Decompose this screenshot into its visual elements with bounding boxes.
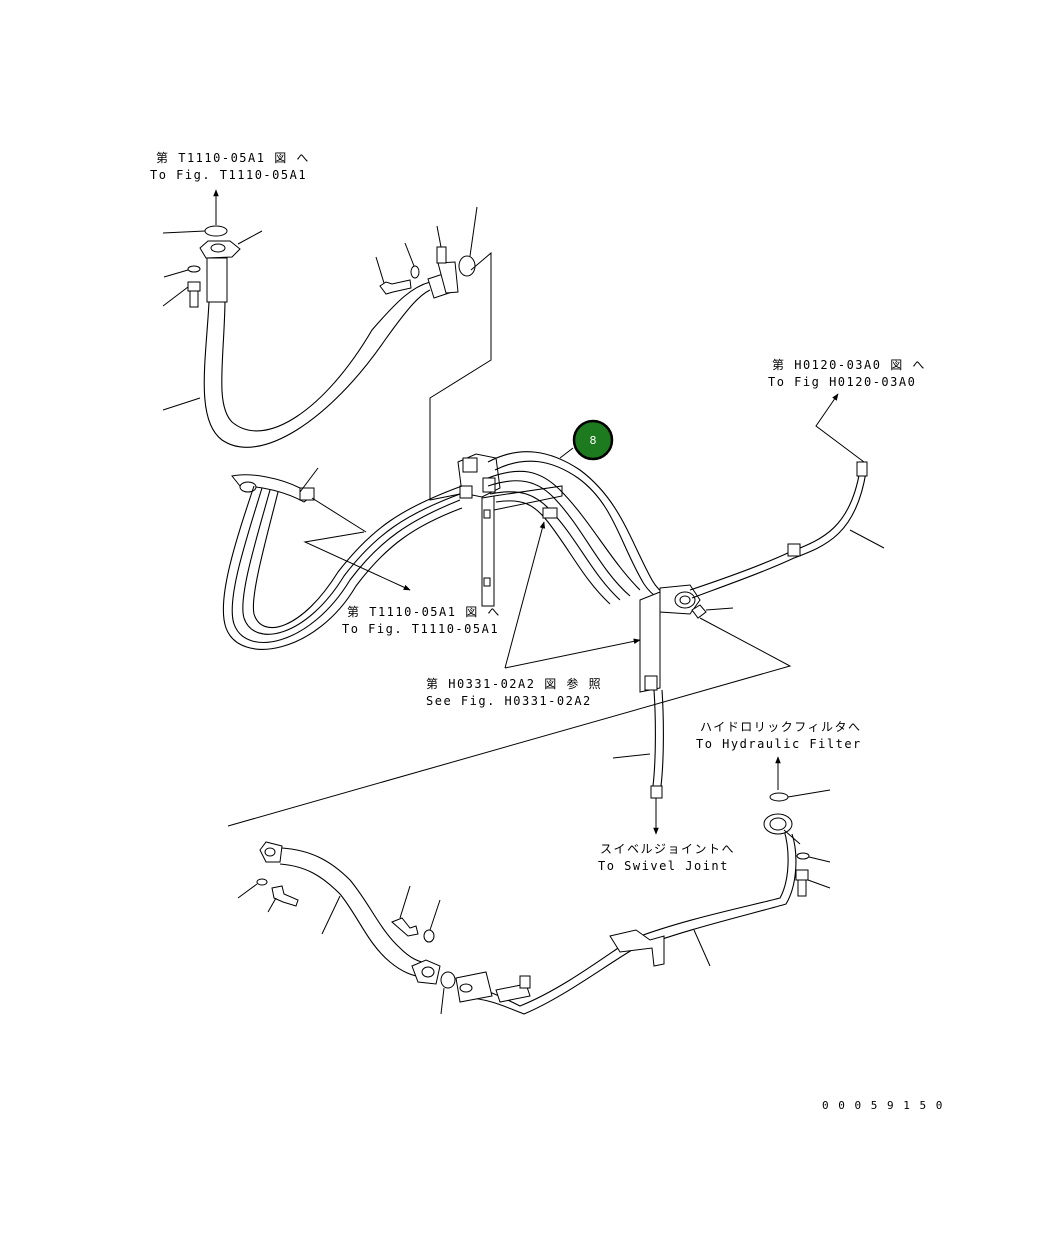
label-h0331-jp: 第 H0331-02A2 図 参 照: [426, 676, 602, 691]
drawing-number: 0 0 0 5 9 1 5 0: [822, 1099, 944, 1112]
left-loop-hoses: [222, 467, 463, 650]
label-h0331-en: See Fig. H0331-02A2: [426, 694, 592, 708]
callout-circle[interactable]: [572, 419, 614, 461]
label-swivel-en: To Swivel Joint: [598, 859, 729, 873]
reference-leaders: [227, 521, 792, 827]
label-swivel-jp: スイベルジョイントへ: [600, 842, 735, 856]
label-filter-jp: ハイドロリックフィルタへ: [700, 720, 862, 734]
label-h0120-jp: 第 H0120-03A0 図 へ: [772, 358, 926, 372]
reference-labels: 第 T1110-05A1 図 へ To Fig. T1110-05A1 第 H0…: [150, 151, 944, 1112]
label-t1110-mid-en: To Fig. T1110-05A1: [342, 622, 499, 636]
part-callout-8[interactable]: 8: [572, 419, 614, 461]
label-filter-en: To Hydraulic Filter: [696, 737, 862, 751]
label-t1110-top-jp: 第 T1110-05A1 図 へ: [156, 151, 310, 165]
label-t1110-top-en: To Fig. T1110-05A1: [150, 168, 307, 182]
lower-pipe-assembly: [237, 756, 831, 1015]
label-t1110-mid-jp: 第 T1110-05A1 図 へ: [347, 605, 501, 619]
valve-block-assembly: [457, 393, 885, 835]
callout-number[interactable]: 8: [590, 434, 597, 447]
upper-hose-assembly: [162, 189, 492, 501]
label-h0120-en: To Fig H0120-03A0: [768, 375, 916, 389]
